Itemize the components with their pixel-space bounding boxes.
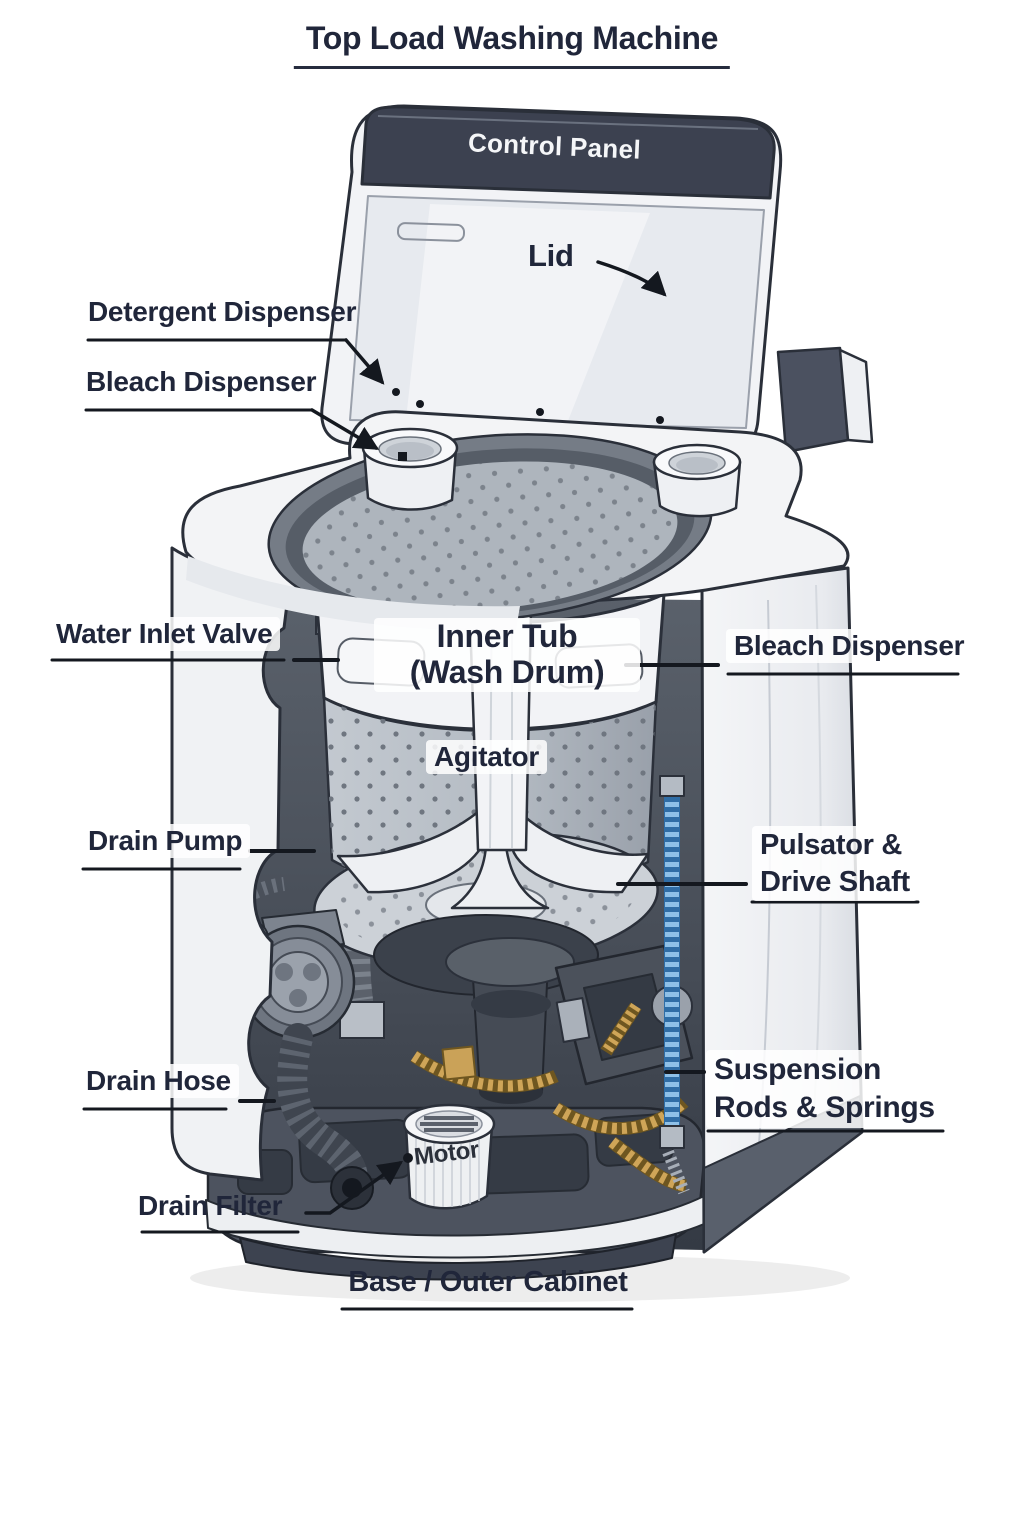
agitator-fin-left — [336, 810, 484, 894]
label-pulsator-line1: Pulsator & — [760, 829, 903, 861]
bottom-mechanism — [205, 775, 706, 1281]
detergent-dot — [392, 388, 400, 396]
label-suspension-rods-springs: Suspension Rods & Springs — [706, 1050, 943, 1128]
label-suspension-line1: Suspension — [714, 1053, 882, 1086]
deck-front-apron — [186, 556, 520, 631]
dispenser-cup-right — [652, 443, 742, 518]
label-water-inlet-valve: Water Inlet Valve — [48, 617, 281, 651]
leader-detergent — [344, 338, 385, 385]
base-foot-band — [239, 1233, 677, 1281]
annotation-lines — [50, 260, 960, 1311]
label-underlines — [50, 338, 960, 1311]
leader-arrows — [304, 260, 667, 1215]
leader-bleach-left — [310, 408, 380, 450]
label-drain-filter: Drain Filter — [138, 1190, 283, 1221]
label-drain-hose: Drain Hose — [78, 1064, 239, 1098]
label-inner-tub-line2: (Wash Drum) — [409, 653, 605, 690]
rear-pillar — [776, 346, 874, 454]
dispenser-cup-left — [361, 427, 459, 511]
label-inner-tub: Inner Tub (Wash Drum) — [374, 618, 640, 692]
lid-tab — [396, 222, 466, 242]
label-pulsator-drive-shaft: Pulsator & Drive Shaft — [752, 826, 918, 902]
control-panel-bar — [360, 105, 776, 200]
leader-segments — [238, 658, 748, 1103]
drain-filter-dot — [403, 1153, 413, 1163]
label-agitator: Agitator — [426, 740, 547, 774]
lid-glass — [349, 195, 765, 429]
lid-glass-sheen — [406, 204, 650, 426]
label-suspension-line2: Rods & Springs — [714, 1090, 935, 1124]
label-inner-tub-line1: Inner Tub — [436, 618, 578, 654]
bleach-dot — [398, 452, 407, 461]
agitator-fin-front — [450, 844, 550, 910]
agitator-fin-right — [510, 814, 650, 894]
label-bleach-dispenser-left: Bleach Dispenser — [86, 366, 317, 397]
lid-arrow — [596, 260, 667, 297]
control-panel-highlight — [377, 115, 759, 130]
diagram-title: Top Load Washing Machine — [293, 20, 731, 69]
label-drain-pump: Drain Pump — [80, 824, 251, 858]
leader-drain-filter — [304, 1160, 403, 1215]
drain-filter-cylinder — [402, 1103, 496, 1210]
right-side-panel — [700, 566, 864, 1254]
label-bleach-dispenser-right: Bleach Dispenser — [726, 629, 973, 663]
label-lid: Lid — [528, 238, 574, 273]
label-base-outer-cabinet: Base / Outer Cabinet — [348, 1266, 628, 1298]
label-pulsator-line2: Drive Shaft — [760, 865, 910, 898]
lid-assembly — [320, 104, 783, 453]
label-detergent-dispenser: Detergent Dispenser — [88, 296, 357, 327]
